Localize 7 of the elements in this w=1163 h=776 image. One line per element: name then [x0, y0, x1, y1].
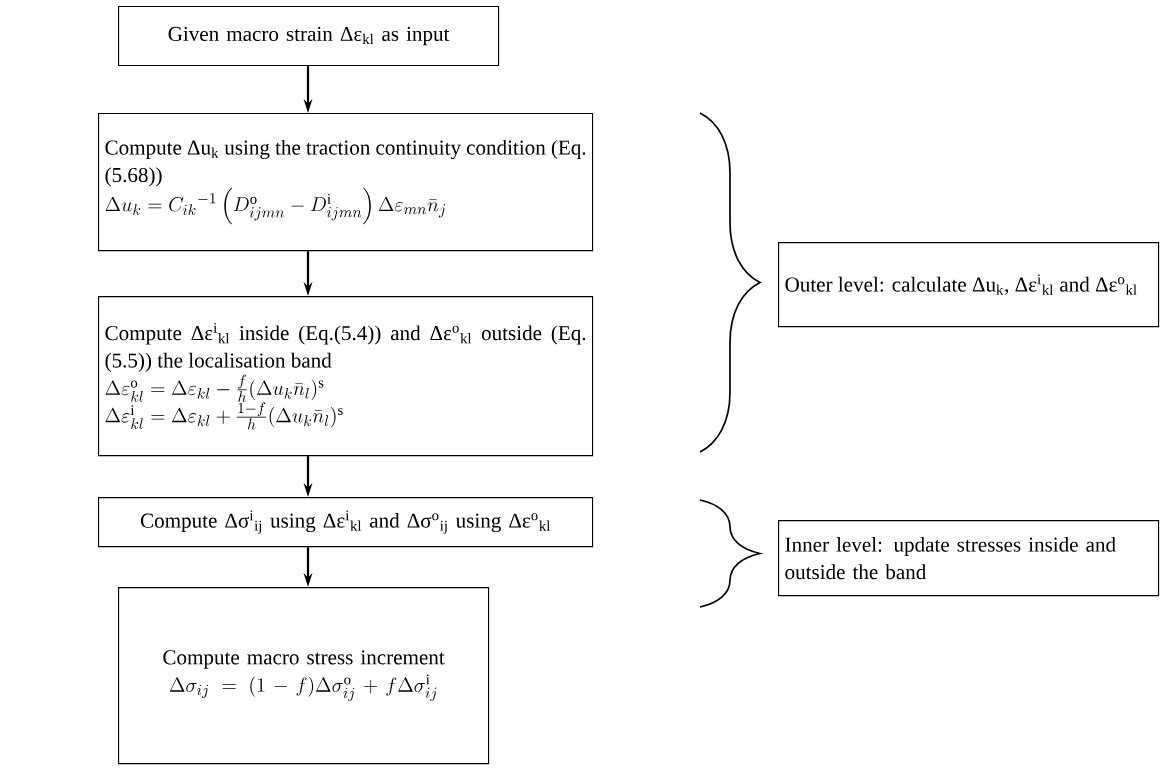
process-box: Compute Δu$_{k}$ using the traction continuity condition (Eq. (5.68)) $\Delta u_k = {C_{ik}}^{-1}\left(D^{\mathrm{o}}_{ijmn} - D^{\mathrm{i}}_{ijmn}\right)\Delta\varepsilon_{mn}\bar{n}_j$	[98, 113, 594, 252]
process-box: Inner level: update stresses inside and outside the band	[778, 520, 1160, 597]
process-box: Outer level: calculate Δu$_{k}$, Δε$^{i}$$_{kl}$ and Δε$^{o}$kl	[778, 242, 1160, 328]
process-box: Compute Δε$^{i}$$_{kl}$ inside (Eq.(5.4)) and Δε$^{o}$$_{kl}$ outside (Eq. (5.5)) the localisation band $\Delta\varepsilon^{\mathrm{o}}_{kl} = \Delta\varepsilon_{kl} - \frac{f}{h}(\Delta u_k\bar{n}_l)^{\mathrm{s}}$ $\Delta\varepsilon^{\mathrm{i}}_{kl} = \Delta\varepsilon_{kl} + \frac{1-f}{h}(\Delta u_k\bar{n}_l)^{\mathrm{s}}$	[98, 296, 594, 457]
process-box: Given macro strain Δε$_{kl}$ as input	[118, 6, 500, 67]
process-box: Compute Δσ$^{i}$$_{ij}$ using Δε$^{i}$$_{kl}$ and Δσ$^{o}$$_{ij}$ using Δε$^{o}$kl	[98, 497, 594, 548]
process-box: Compute macro stress increment $\Delta\sigma_{ij} = (1-f)\Delta\sigma^{\mathrm{o}}_{ij} + f\Delta\sigma^{\mathrm{i}}_{ij}$	[118, 587, 490, 765]
